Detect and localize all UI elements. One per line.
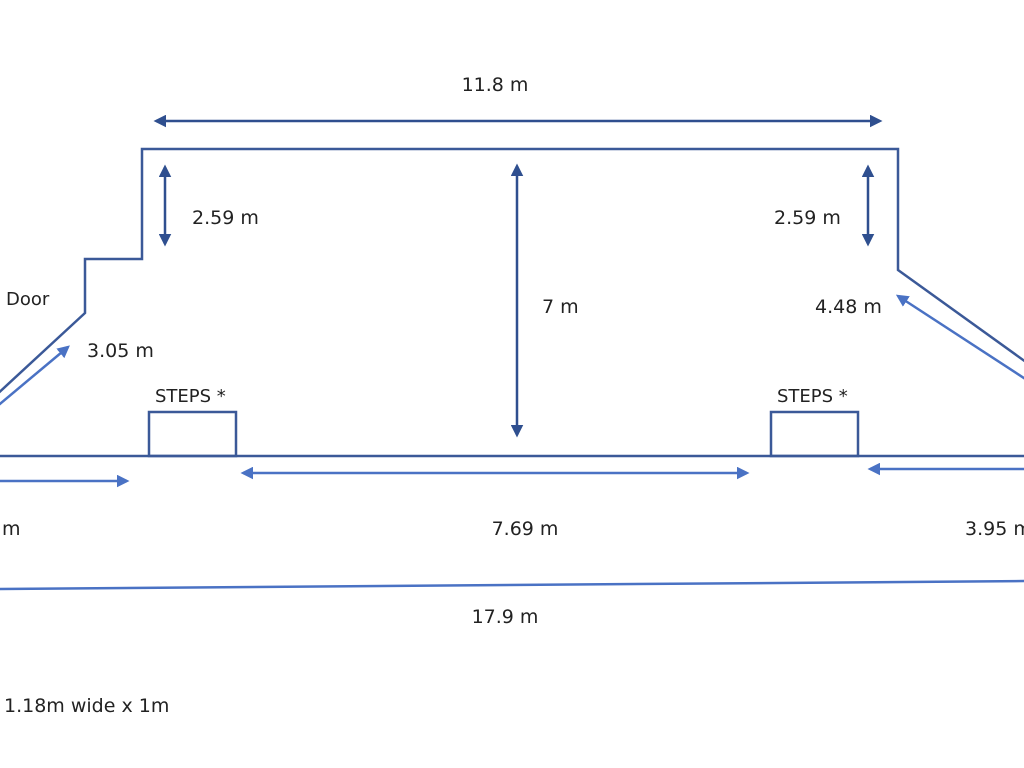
- left-steps-label: STEPS *: [155, 386, 226, 407]
- bottom-left-label: m: [2, 518, 21, 540]
- right-slope-arrow: [895, 294, 1024, 380]
- left-height-label: 2.59 m: [192, 207, 259, 229]
- bottom-right-label: 3.95 m: [965, 518, 1024, 540]
- footnote-label: 1.18m wide x 1m: [4, 695, 169, 717]
- right-steps-box: [769, 410, 860, 458]
- left-slope-label: 3.05 m: [87, 340, 154, 362]
- center-height-label: 7 m: [542, 296, 579, 318]
- door-label: Door: [6, 289, 50, 310]
- total-width-label: 17.9 m: [472, 606, 539, 628]
- right-steps-label: STEPS *: [777, 386, 848, 407]
- total-width-line: [0, 579, 1024, 591]
- right-slope-label: 4.48 m: [815, 296, 882, 318]
- left-slope-arrow: [0, 345, 70, 406]
- bottom-middle-label: 7.69 m: [492, 518, 559, 540]
- top-width-label: 11.8 m: [462, 74, 529, 96]
- building-outline: [0, 147, 1024, 394]
- left-steps-box: [147, 410, 238, 458]
- right-height-label: 2.59 m: [774, 207, 841, 229]
